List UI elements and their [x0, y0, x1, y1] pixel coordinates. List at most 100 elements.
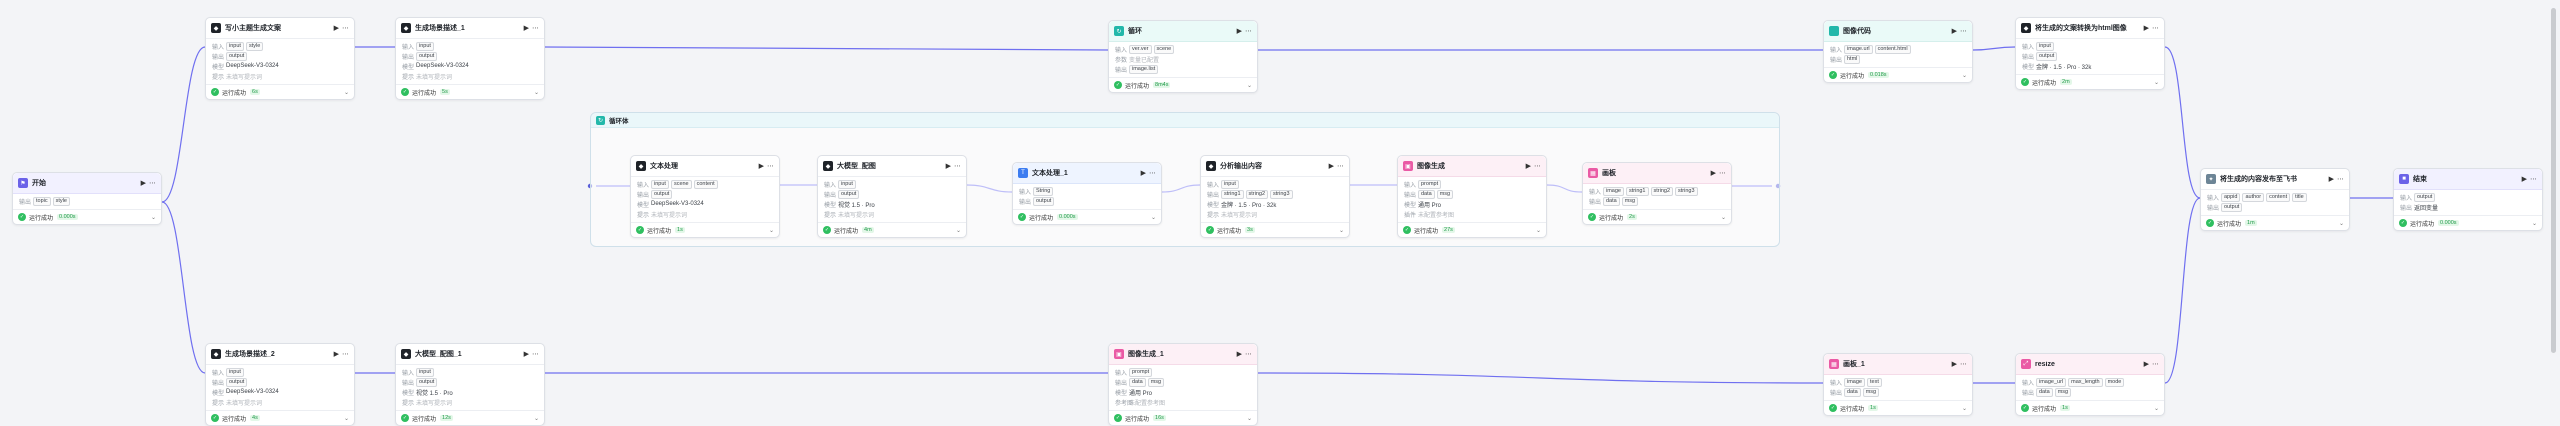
node-footer[interactable]: ✓ 运行成功 1m ⌄ — [2201, 215, 2349, 230]
run-icon[interactable]: ▶ — [140, 180, 146, 187]
chevron-down-icon[interactable]: ⌄ — [2153, 405, 2159, 412]
chevron-down-icon[interactable]: ⌄ — [768, 227, 774, 234]
run-icon[interactable]: ▶ — [2328, 176, 2334, 183]
chevron-down-icon[interactable]: ⌄ — [1961, 405, 1967, 412]
chevron-down-icon[interactable]: ⌄ — [533, 89, 539, 96]
node-header[interactable]: 图像代码 ▶ ⋯ — [1824, 21, 1972, 42]
node-header[interactable]: ◆ 分析输出内容 ▶ ⋯ — [1201, 156, 1349, 177]
node-header[interactable]: ▣ 图像生成_1 ▶ ⋯ — [1109, 344, 1257, 365]
chevron-down-icon[interactable]: ⌄ — [343, 89, 349, 96]
run-icon[interactable]: ▶ — [1951, 361, 1957, 368]
node-header[interactable]: ◆ 文本处理 ▶ ⋯ — [631, 156, 779, 177]
node-header[interactable]: ◆ 大模型_配图_1 ▶ ⋯ — [396, 344, 544, 365]
chevron-down-icon[interactable]: ⌄ — [150, 214, 156, 221]
chevron-down-icon[interactable]: ⌄ — [1338, 227, 1344, 234]
node-footer[interactable]: ✓ 运行成功 12s ⌄ — [396, 410, 544, 425]
chevron-down-icon[interactable]: ⌄ — [533, 415, 539, 422]
chevron-down-icon[interactable]: ⌄ — [1720, 214, 1726, 221]
vertical-scrollbar[interactable] — [2551, 8, 2556, 353]
node-footer[interactable]: ✓ 运行成功 1s ⌄ — [1824, 400, 1972, 415]
run-icon[interactable]: ▶ — [2143, 25, 2149, 32]
chevron-down-icon[interactable]: ⌄ — [343, 415, 349, 422]
run-icon[interactable]: ▶ — [333, 351, 339, 358]
run-icon[interactable]: ▶ — [1236, 351, 1242, 358]
node-footer[interactable]: ✓ 运行成功 0.000s ⌄ — [2394, 215, 2542, 230]
node-footer[interactable]: ✓ 运行成功 0.000s ⌄ — [13, 209, 161, 224]
node-footer[interactable]: ✓ 运行成功 2m ⌄ — [2016, 74, 2164, 89]
node-header[interactable]: ▦ 画板_1 ▶ ⋯ — [1824, 354, 1972, 375]
node-header[interactable]: T 文本处理_1 ▶ ⋯ — [1013, 163, 1161, 184]
node-footer[interactable]: ✓ 运行成功 27s ⌄ — [1398, 222, 1546, 237]
more-icon[interactable]: ⋯ — [1960, 28, 1967, 35]
more-icon[interactable]: ⋯ — [2152, 25, 2159, 32]
node-header[interactable]: ✦ 将生成的内容发布至飞书 ▶ ⋯ — [2201, 169, 2349, 190]
node-header[interactable]: ⤢ resize ▶ ⋯ — [2016, 354, 2164, 375]
node-header[interactable]: ▣ 图像生成 ▶ ⋯ — [1398, 156, 1546, 177]
loop-body-group[interactable]: ↻ 循环体 — [590, 112, 1780, 247]
node-footer[interactable]: ✓ 运行成功 2s ⌄ — [1583, 209, 1731, 224]
chevron-down-icon[interactable]: ⌄ — [1246, 415, 1252, 422]
chevron-down-icon[interactable]: ⌄ — [1961, 72, 1967, 79]
more-icon[interactable]: ⋯ — [1245, 351, 1252, 358]
chevron-down-icon[interactable]: ⌄ — [2531, 220, 2537, 227]
run-icon[interactable]: ▶ — [523, 25, 529, 32]
node-footer[interactable]: ✓ 运行成功 0.000s ⌄ — [1013, 209, 1161, 224]
chevron-down-icon[interactable]: ⌄ — [2338, 220, 2344, 227]
chevron-down-icon[interactable]: ⌄ — [955, 227, 961, 234]
more-icon[interactable]: ⋯ — [954, 163, 961, 170]
node-footer[interactable]: ✓ 运行成功 16s ⌄ — [1109, 410, 1257, 425]
node-header[interactable]: ◆ 生成场景描述_2 ▶ ⋯ — [206, 344, 354, 365]
node-footer[interactable]: ✓ 运行成功 8m4s ⌄ — [1109, 77, 1257, 92]
run-icon[interactable]: ▶ — [2143, 361, 2149, 368]
more-icon[interactable]: ⋯ — [1534, 163, 1541, 170]
more-icon[interactable]: ⋯ — [1337, 163, 1344, 170]
more-icon[interactable]: ⋯ — [532, 351, 539, 358]
more-icon[interactable]: ⋯ — [1245, 28, 1252, 35]
node-header[interactable]: ◆ 将生成的文案转换为html图像 ▶ ⋯ — [2016, 18, 2164, 39]
more-icon[interactable]: ⋯ — [1719, 170, 1726, 177]
more-icon[interactable]: ⋯ — [2337, 176, 2344, 183]
run-icon[interactable]: ▶ — [1525, 163, 1531, 170]
node-header[interactable]: ◆ 大模型_配图 ▶ ⋯ — [818, 156, 966, 177]
more-icon[interactable]: ⋯ — [2152, 361, 2159, 368]
chevron-down-icon[interactable]: ⌄ — [2153, 79, 2159, 86]
node-footer[interactable]: ✓ 运行成功 0.018s ⌄ — [1824, 67, 1972, 82]
node-footer[interactable]: ✓ 运行成功 4m ⌄ — [818, 222, 966, 237]
node-footer[interactable]: ✓ 运行成功 1s ⌄ — [631, 222, 779, 237]
run-icon[interactable]: ▶ — [333, 25, 339, 32]
chevron-down-icon[interactable]: ⌄ — [1535, 227, 1541, 234]
more-icon[interactable]: ⋯ — [1960, 361, 1967, 368]
run-icon[interactable]: ▶ — [1236, 28, 1242, 35]
run-icon[interactable]: ▶ — [523, 351, 529, 358]
chevron-down-icon[interactable]: ⌄ — [1246, 82, 1252, 89]
node-header[interactable]: ↻ 循环 ▶ ⋯ — [1109, 21, 1257, 42]
run-icon[interactable]: ▶ — [1328, 163, 1334, 170]
more-icon[interactable]: ⋯ — [532, 25, 539, 32]
node-footer[interactable]: ✓ 运行成功 3s ⌄ — [1201, 222, 1349, 237]
run-icon[interactable]: ▶ — [1710, 170, 1716, 177]
run-icon[interactable]: ▶ — [1951, 28, 1957, 35]
node-footer[interactable]: ✓ 运行成功 5s ⌄ — [396, 84, 544, 99]
run-icon[interactable]: ▶ — [945, 163, 951, 170]
more-icon[interactable]: ⋯ — [342, 351, 349, 358]
node-header[interactable]: ⚑ 开始 ▶ ⋯ — [13, 173, 161, 194]
more-icon[interactable]: ⋯ — [149, 180, 156, 187]
